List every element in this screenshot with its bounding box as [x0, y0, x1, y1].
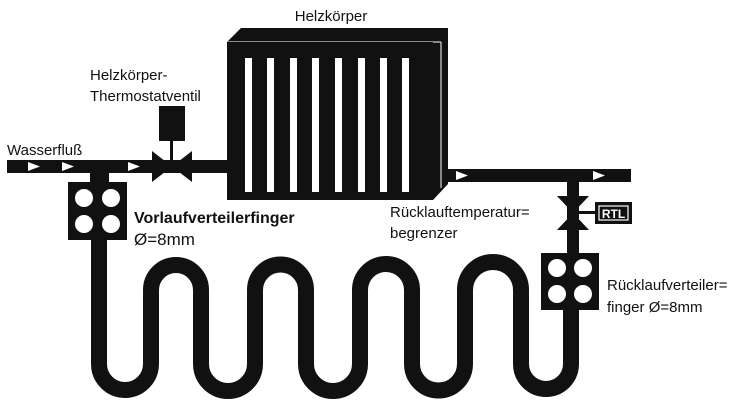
- flow-arrow-icon: [28, 162, 40, 171]
- thermostat-valve-icon: [152, 106, 192, 182]
- return-limiter-label-line1: Rücklauftemperatur=: [390, 204, 530, 221]
- return-limiter-label-line2: begrenzer: [390, 225, 458, 242]
- return-manifold-label-line2: finger Ø=8mm: [607, 299, 702, 316]
- supply-manifold: [68, 182, 127, 240]
- return-limiter-valve-icon: [557, 196, 632, 230]
- radiator-label: Helzkörper: [295, 8, 368, 25]
- return-manifold: [541, 253, 599, 310]
- flow-arrow-icon: [128, 162, 140, 171]
- rtl-label: RTL: [602, 207, 625, 221]
- floor-heating-loop: [91, 236, 579, 399]
- radiator-icon: [227, 28, 448, 200]
- flow-arrow-icon: [593, 171, 605, 180]
- valve-label-line1: Helzkörper-: [90, 67, 168, 84]
- supply-stub: [90, 170, 109, 184]
- supply-pipe: [7, 160, 229, 173]
- valve-label-line2: Thermostatventil: [90, 88, 201, 105]
- flow-arrow-icon: [62, 162, 74, 171]
- water-flow-label: Wasserfluß: [7, 142, 82, 159]
- flow-arrow-icon: [456, 171, 468, 180]
- supply-manifold-label-line1: Vorlaufverteilerfinger: [134, 210, 295, 227]
- return-pipe: [446, 169, 631, 182]
- flow-arrows: [28, 162, 140, 171]
- return-flow-arrows: [456, 171, 605, 180]
- supply-manifold-label-line2: Ø=8mm: [134, 230, 195, 249]
- return-manifold-label-line1: Rücklaufverteiler=: [607, 277, 728, 294]
